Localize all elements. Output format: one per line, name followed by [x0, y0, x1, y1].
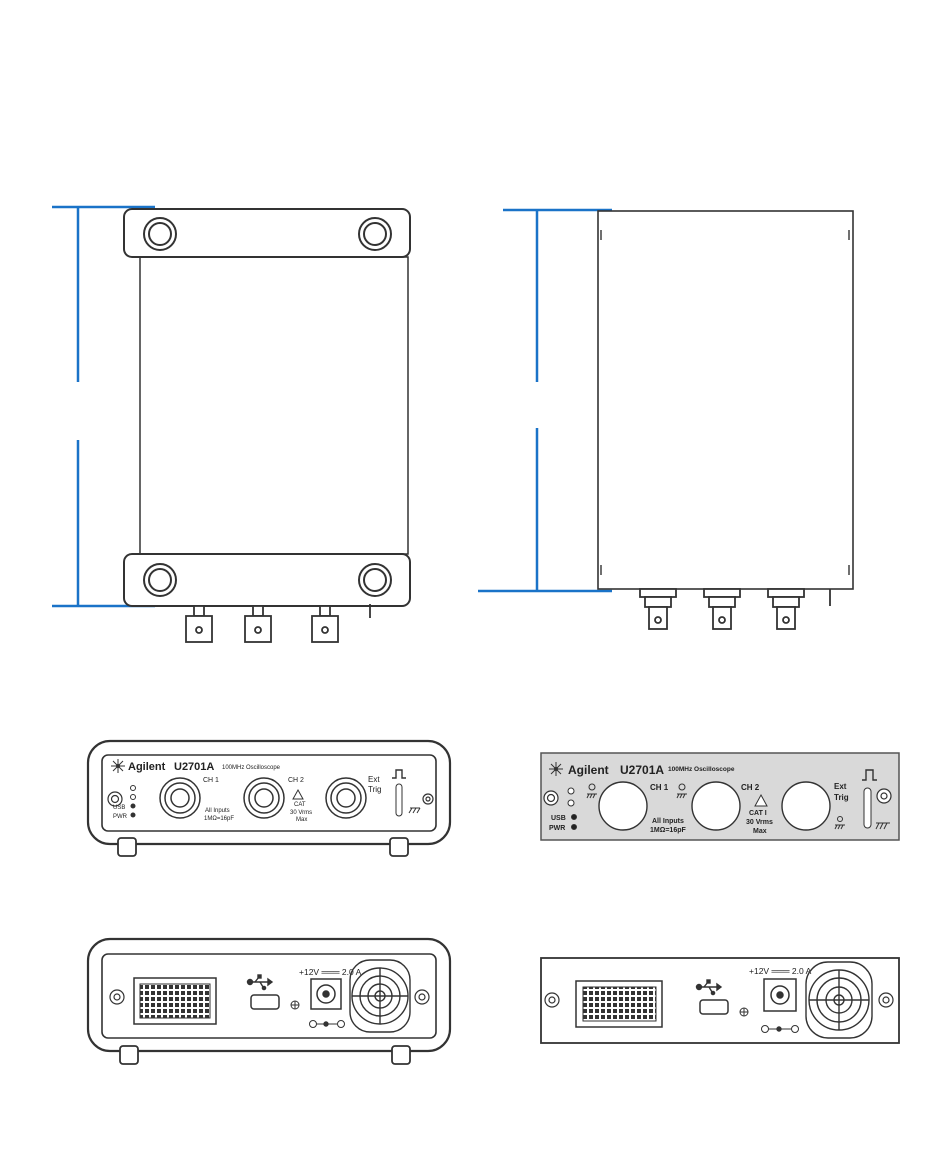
side-view-body	[598, 211, 853, 589]
usb-led-label: USB	[551, 815, 566, 822]
logo-icon	[549, 762, 563, 776]
ch1-label: CH 1	[650, 783, 669, 792]
logo-icon	[111, 759, 125, 773]
ch2-label: CH 2	[288, 777, 304, 784]
ground-icon	[740, 1008, 748, 1016]
brand-label: Agilent	[568, 763, 609, 777]
description-label: 100MHz Oscilloscope	[222, 765, 281, 771]
mounting-screw-icon	[423, 794, 433, 804]
inputs-line-2: 1MΩ=16pF	[204, 816, 234, 822]
digital-io-connector[interactable]	[576, 981, 662, 1027]
ext-label: Ext	[368, 775, 380, 784]
bnc-connector-icon	[186, 604, 370, 642]
bnc-cutout[interactable]	[599, 782, 830, 830]
power-button-icon[interactable]	[108, 792, 122, 806]
front-view-enclosure: Agilent U2701A 100MHz Oscilloscope USB P…	[88, 741, 450, 856]
digital-io-connector[interactable]	[134, 978, 216, 1024]
ground-icon	[291, 1001, 299, 1009]
rear-view-enclosure: +12V ═══ 2.0 A	[88, 939, 450, 1064]
usb-port[interactable]	[251, 995, 279, 1009]
rear-panel-plate: +12V ═══ 2.0 A	[541, 958, 899, 1043]
side-view-dimension-line	[478, 210, 612, 591]
voltage-line-1: 30 Vrms	[290, 810, 312, 816]
inputs-line-1: All Inputs	[205, 808, 230, 814]
trig-label: Trig	[368, 785, 381, 794]
mounting-screw-icon	[877, 789, 891, 803]
top-view	[52, 207, 410, 642]
ch1-label: CH 1	[203, 777, 219, 784]
power-rating-label: +12V ═══ 2.0 A	[749, 966, 812, 976]
bnc-connector-icon[interactable]	[160, 778, 366, 818]
trig-label: Trig	[834, 793, 849, 802]
ch2-label: CH 2	[741, 783, 760, 792]
trigger-slot	[396, 784, 402, 816]
voltage-line-1: 30 Vrms	[746, 819, 773, 826]
side-view	[478, 210, 853, 629]
cat-label: CAT	[294, 802, 306, 808]
front-panel-plate: Agilent U2701A 100MHz Oscilloscope USB P…	[541, 753, 899, 840]
pwr-led-label: PWR	[549, 825, 565, 832]
cat-ii-label: CAT I	[749, 810, 767, 817]
voltage-line-2: Max	[753, 828, 767, 835]
model-label: U2701A	[620, 763, 664, 777]
voltage-line-2: Max	[296, 817, 307, 823]
pwr-led-label: PWR	[113, 814, 128, 820]
usb-led-label: USB	[113, 805, 125, 811]
bnc-connector-icon	[640, 589, 830, 629]
dc-power-jack[interactable]	[764, 979, 796, 1011]
inputs-line-1: All Inputs	[652, 818, 684, 825]
dc-power-jack[interactable]	[311, 979, 341, 1009]
brand-label: Agilent	[128, 761, 166, 773]
model-label: U2701A	[174, 761, 214, 773]
trigger-slot	[864, 788, 871, 828]
usb-port[interactable]	[700, 1000, 728, 1014]
dc-polarity-icon	[310, 1021, 345, 1028]
ext-label: Ext	[834, 782, 847, 791]
dc-polarity-icon	[762, 1026, 799, 1033]
power-button-icon[interactable]	[544, 791, 558, 805]
top-view-body	[140, 257, 408, 554]
inputs-line-2: 1MΩ=16pF	[650, 827, 686, 834]
description-label: 100MHz Oscilloscope	[668, 766, 735, 773]
